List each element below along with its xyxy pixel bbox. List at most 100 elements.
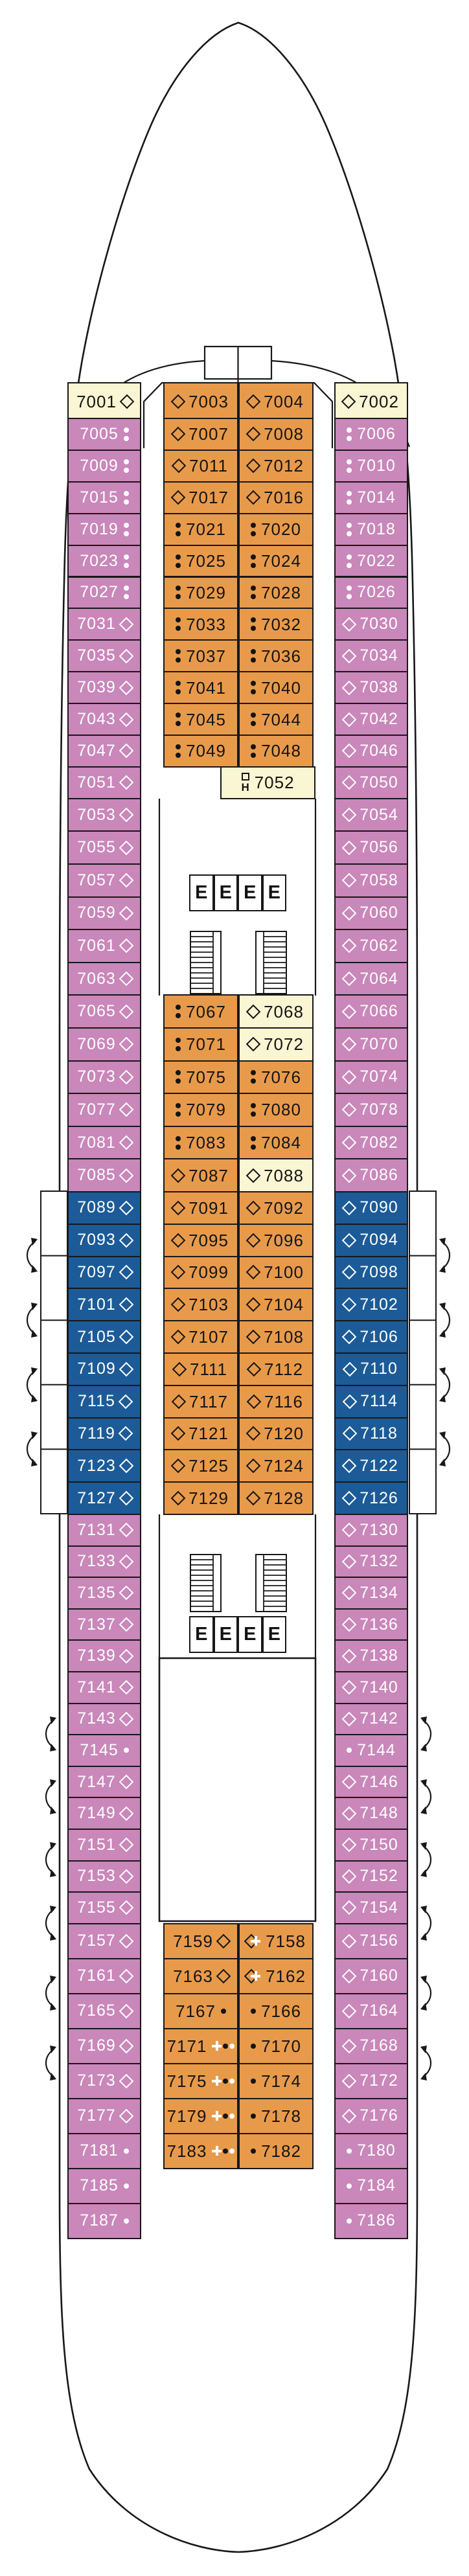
- cabin-7172[interactable]: 7172: [334, 2062, 408, 2099]
- cabin-7004[interactable]: 7004: [238, 382, 314, 420]
- cabin-7088[interactable]: 7088: [238, 1158, 314, 1192]
- cabin-7105[interactable]: 7105: [67, 1320, 141, 1354]
- cabin-7134[interactable]: 7134: [334, 1577, 408, 1610]
- cabin-7119[interactable]: 7119: [67, 1417, 141, 1451]
- cabin-7021[interactable]: 7021: [163, 512, 238, 546]
- cabin-7018[interactable]: 7018: [334, 512, 408, 546]
- cabin-7015[interactable]: 7015: [67, 481, 141, 514]
- cabin-7032[interactable]: 7032: [238, 608, 314, 641]
- cabin-7162[interactable]: 7162: [238, 1957, 314, 1994]
- cabin-7175[interactable]: 7175: [163, 2062, 238, 2099]
- cabin-7003[interactable]: 7003: [163, 382, 238, 420]
- cabin-7160[interactable]: 7160: [334, 1957, 408, 1994]
- cabin-7030[interactable]: 7030: [334, 608, 408, 641]
- cabin-7038[interactable]: 7038: [334, 671, 408, 705]
- cabin-7055[interactable]: 7055: [67, 830, 141, 865]
- cabin-7177[interactable]: 7177: [67, 2097, 141, 2134]
- cabin-7037[interactable]: 7037: [163, 639, 238, 673]
- cabin-7033[interactable]: 7033: [163, 608, 238, 641]
- cabin-7072[interactable]: 7072: [238, 1027, 314, 1062]
- cabin-7095[interactable]: 7095: [163, 1223, 238, 1257]
- cabin-7051[interactable]: 7051: [67, 766, 141, 799]
- cabin-7036[interactable]: 7036: [238, 639, 314, 673]
- cabin-7149[interactable]: 7149: [67, 1797, 141, 1830]
- cabin-7045[interactable]: 7045: [163, 703, 238, 736]
- cabin-7146[interactable]: 7146: [334, 1765, 408, 1799]
- cabin-7114[interactable]: 7114: [334, 1384, 408, 1419]
- cabin-7184[interactable]: 7184: [334, 2167, 408, 2204]
- cabin-7016[interactable]: 7016: [238, 481, 314, 514]
- cabin-7090[interactable]: 7090: [334, 1191, 408, 1225]
- cabin-7148[interactable]: 7148: [334, 1797, 408, 1830]
- cabin-7159[interactable]: 7159: [163, 1922, 238, 1959]
- cabin-7034[interactable]: 7034: [334, 639, 408, 673]
- cabin-7132[interactable]: 7132: [334, 1545, 408, 1579]
- cabin-7059[interactable]: 7059: [67, 896, 141, 931]
- cabin-7096[interactable]: 7096: [238, 1223, 314, 1257]
- cabin-7126[interactable]: 7126: [334, 1481, 408, 1515]
- cabin-7067[interactable]: 7067: [163, 994, 238, 1029]
- cabin-7124[interactable]: 7124: [238, 1449, 314, 1483]
- cabin-7093[interactable]: 7093: [67, 1223, 141, 1257]
- cabin-7077[interactable]: 7077: [67, 1093, 141, 1127]
- cabin-7066[interactable]: 7066: [334, 994, 408, 1029]
- cabin-7040[interactable]: 7040: [238, 671, 314, 705]
- cabin-7143[interactable]: 7143: [67, 1702, 141, 1736]
- cabin-7099[interactable]: 7099: [163, 1255, 238, 1290]
- cabin-7068[interactable]: 7068: [238, 994, 314, 1029]
- cabin-7039[interactable]: 7039: [67, 671, 141, 705]
- cabin-7144[interactable]: 7144: [334, 1734, 408, 1767]
- cabin-7026[interactable]: 7026: [334, 576, 408, 610]
- cabin-7069[interactable]: 7069: [67, 1027, 141, 1062]
- cabin-7089[interactable]: 7089: [67, 1191, 141, 1225]
- cabin-7136[interactable]: 7136: [334, 1608, 408, 1641]
- cabin-7170[interactable]: 7170: [238, 2027, 314, 2064]
- cabin-7062[interactable]: 7062: [334, 929, 408, 963]
- cabin-7128[interactable]: 7128: [238, 1481, 314, 1515]
- cabin-7151[interactable]: 7151: [67, 1829, 141, 1862]
- cabin-7140[interactable]: 7140: [334, 1671, 408, 1704]
- cabin-7166[interactable]: 7166: [238, 1992, 314, 2029]
- cabin-7104[interactable]: 7104: [238, 1288, 314, 1322]
- cabin-7060[interactable]: 7060: [334, 896, 408, 931]
- cabin-7041[interactable]: 7041: [163, 671, 238, 705]
- cabin-7120[interactable]: 7120: [238, 1417, 314, 1451]
- cabin-7063[interactable]: 7063: [67, 961, 141, 996]
- cabin-7186[interactable]: 7186: [334, 2202, 408, 2239]
- cabin-7164[interactable]: 7164: [334, 1992, 408, 2029]
- cabin-7078[interactable]: 7078: [334, 1093, 408, 1127]
- cabin-7057[interactable]: 7057: [67, 863, 141, 898]
- cabin-7079[interactable]: 7079: [163, 1093, 238, 1127]
- cabin-7167[interactable]: 7167: [163, 1992, 238, 2029]
- cabin-7024[interactable]: 7024: [238, 544, 314, 578]
- cabin-7141[interactable]: 7141: [67, 1671, 141, 1704]
- cabin-7074[interactable]: 7074: [334, 1060, 408, 1095]
- cabin-7028[interactable]: 7028: [238, 576, 314, 610]
- cabin-7081[interactable]: 7081: [67, 1125, 141, 1160]
- cabin-7171[interactable]: 7171: [163, 2027, 238, 2064]
- cabin-7154[interactable]: 7154: [334, 1891, 408, 1924]
- cabin-7147[interactable]: 7147: [67, 1765, 141, 1799]
- cabin-7183[interactable]: 7183: [163, 2132, 238, 2169]
- cabin-7138[interactable]: 7138: [334, 1639, 408, 1672]
- cabin-7042[interactable]: 7042: [334, 703, 408, 736]
- cabin-7085[interactable]: 7085: [67, 1158, 141, 1192]
- cabin-7106[interactable]: 7106: [334, 1320, 408, 1354]
- cabin-7178[interactable]: 7178: [238, 2097, 314, 2134]
- cabin-7118[interactable]: 7118: [334, 1417, 408, 1451]
- cabin-7150[interactable]: 7150: [334, 1829, 408, 1862]
- cabin-7043[interactable]: 7043: [67, 703, 141, 736]
- cabin-7046[interactable]: 7046: [334, 735, 408, 768]
- cabin-7152[interactable]: 7152: [334, 1860, 408, 1893]
- cabin-7009[interactable]: 7009: [67, 449, 141, 483]
- cabin-7102[interactable]: 7102: [334, 1288, 408, 1322]
- cabin-7053[interactable]: 7053: [67, 797, 141, 832]
- cabin-7010[interactable]: 7010: [334, 449, 408, 483]
- cabin-7071[interactable]: 7071: [163, 1027, 238, 1062]
- cabin-7080[interactable]: 7080: [238, 1093, 314, 1127]
- cabin-7048[interactable]: 7048: [238, 735, 314, 768]
- cabin-7056[interactable]: 7056: [334, 830, 408, 865]
- cabin-7011[interactable]: 7011: [163, 449, 238, 483]
- cabin-7174[interactable]: 7174: [238, 2062, 314, 2099]
